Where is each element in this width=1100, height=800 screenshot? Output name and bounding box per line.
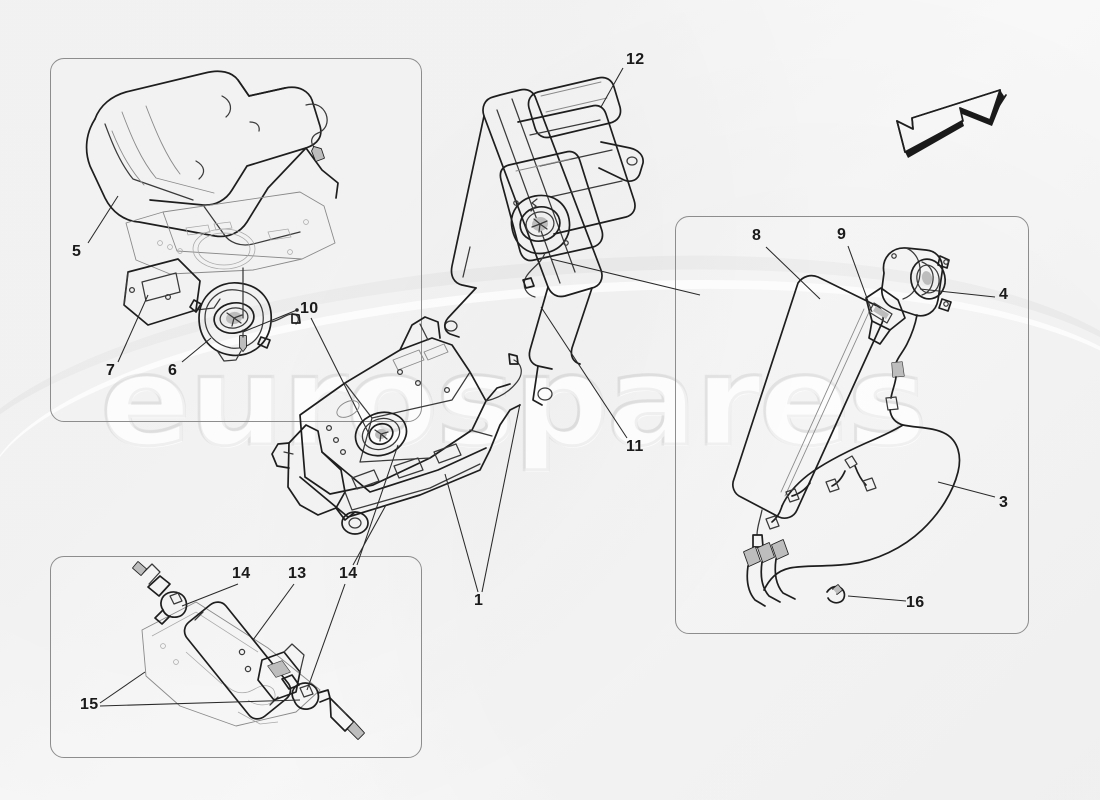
callout-14-right: 14 bbox=[339, 565, 358, 582]
panel-motor bbox=[50, 556, 422, 758]
callout-14-left: 14 bbox=[232, 565, 251, 582]
artwork-wiring-harness bbox=[731, 245, 996, 607]
callout-9: 9 bbox=[837, 226, 847, 243]
artwork-seat-base-frame bbox=[271, 316, 522, 593]
callout-1: 1 bbox=[474, 592, 484, 609]
artwork-seat-back-frame bbox=[444, 67, 701, 439]
callout-6: 6 bbox=[168, 362, 178, 379]
callout-4: 4 bbox=[999, 286, 1009, 303]
callout-15: 15 bbox=[80, 696, 99, 713]
callout-11: 11 bbox=[626, 438, 644, 455]
callout-13: 13 bbox=[288, 565, 307, 582]
artwork-seat-cushion bbox=[85, 70, 370, 435]
callout-16: 16 bbox=[906, 594, 925, 611]
callout-8: 8 bbox=[752, 227, 762, 244]
callout-7: 7 bbox=[106, 362, 116, 379]
callout-10: 10 bbox=[300, 300, 319, 317]
artwork-motor-assembly bbox=[99, 561, 365, 740]
orientation-arrow bbox=[896, 89, 1007, 158]
callout-3: 3 bbox=[999, 494, 1009, 511]
callout-5: 5 bbox=[72, 243, 82, 260]
callout-12: 12 bbox=[626, 51, 645, 68]
panel-seat-cushion bbox=[50, 58, 422, 422]
